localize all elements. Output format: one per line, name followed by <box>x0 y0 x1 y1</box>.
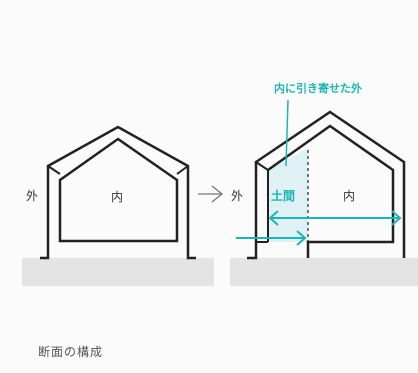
left-inside-label: 内 <box>111 190 123 204</box>
doma-label: 土間 <box>271 188 295 203</box>
right-outside-label: 外 <box>231 189 243 203</box>
right-inside-label: 内 <box>343 189 355 203</box>
left-house-section: 外 内 <box>22 125 214 286</box>
outside-extent-arrow <box>236 230 307 246</box>
left-house-inner-room <box>58 137 179 243</box>
left-ground <box>22 258 214 286</box>
right-house-inner-roof <box>267 124 395 258</box>
left-house-roof <box>47 165 189 175</box>
right-house-outer-wall <box>247 110 406 260</box>
right-house-section: 内に引き寄せた外 外 土間 内 <box>230 81 418 286</box>
right-ground <box>230 258 418 286</box>
callout-leader <box>285 99 289 167</box>
left-house-outer-wall <box>40 125 196 260</box>
right-house-eave <box>255 161 269 242</box>
callout-label: 内に引き寄せた外 <box>274 81 362 95</box>
inside-extent-arrow <box>268 210 402 226</box>
left-outside-label: 外 <box>26 189 38 203</box>
diagram-caption: 断面の構成 <box>38 345 104 359</box>
right-arrow-icon <box>198 185 224 203</box>
